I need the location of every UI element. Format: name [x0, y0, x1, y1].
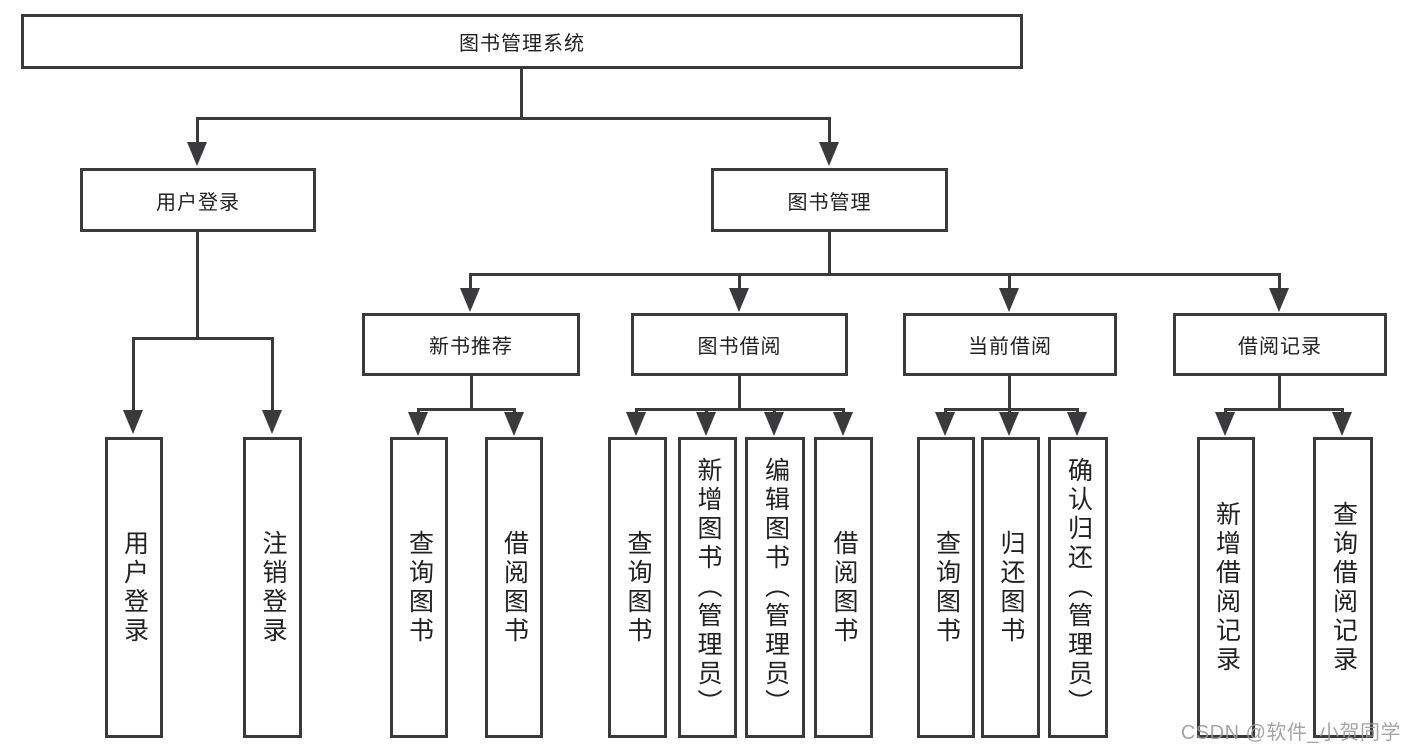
arrow-down-icon [819, 142, 839, 166]
node-label: 借阅图书 [500, 529, 529, 646]
connector-stem [738, 273, 741, 290]
connector-stem [1224, 408, 1227, 414]
leaf-edit-books-admin: 编辑图书（管理员） [745, 437, 805, 738]
arrow-down-icon [123, 410, 143, 434]
node-current-borrowing: 当前借阅 [903, 313, 1117, 376]
node-label: 编辑图书（管理员） [761, 457, 790, 718]
node-book-management-branch: 图书管理 [711, 168, 948, 232]
node-label: 当前借阅 [968, 336, 1052, 358]
arrow-down-icon [504, 412, 524, 436]
connector-level3-bus [469, 273, 1281, 276]
connector-login-drop [196, 232, 199, 338]
connector-stem [417, 408, 420, 414]
node-label: 用户登录 [156, 191, 240, 214]
arrow-down-icon [764, 412, 784, 436]
node-label: 借阅记录 [1238, 336, 1322, 358]
connector-stem [469, 273, 472, 290]
node-label: 注销登录 [259, 529, 287, 646]
connector-stem [1008, 408, 1011, 414]
arrow-down-icon [1215, 412, 1235, 436]
watermark: CSDN @软件_小贺同学 [1180, 722, 1401, 744]
connector-stem [635, 408, 638, 414]
arrow-down-icon [460, 288, 480, 312]
connector-currentborrow-bus [944, 408, 1079, 411]
leaf-query-borrow-record: 查询借阅记录 [1313, 437, 1373, 738]
connector-stem [1341, 408, 1344, 414]
arrow-down-icon [1332, 412, 1352, 436]
connector-stem [196, 117, 199, 144]
leaf-query-books-3: 查询图书 [917, 437, 975, 738]
arrow-down-icon [729, 288, 749, 312]
connector-currentborrow-drop [1008, 376, 1011, 409]
node-borrowing-records: 借阅记录 [1173, 313, 1387, 376]
arrow-down-icon [999, 412, 1019, 436]
node-label: 图书借阅 [697, 336, 782, 358]
leaf-query-books-2: 查询图书 [608, 437, 667, 738]
arrow-down-icon [696, 412, 716, 436]
connector-mgmt-drop [828, 232, 831, 274]
node-book-borrowing: 图书借阅 [631, 313, 848, 376]
leaf-borrow-books-1: 借阅图书 [485, 437, 543, 738]
connector-newbook-drop [470, 376, 473, 409]
node-label: 归还图书 [997, 529, 1025, 646]
leaf-confirm-return-admin: 确认归还（管理员） [1048, 437, 1108, 738]
arrow-down-icon [935, 412, 955, 436]
connector-stem [773, 408, 776, 414]
arrow-down-icon [1067, 412, 1087, 436]
connector-stem [944, 408, 947, 414]
connector-stem [513, 408, 516, 414]
leaf-add-borrow-record: 新增借阅记录 [1197, 437, 1255, 738]
node-label: 新书推荐 [429, 336, 513, 358]
connector-login-bus [132, 337, 274, 340]
arrow-down-icon [187, 142, 207, 166]
leaf-borrow-books-2: 借阅图书 [814, 437, 873, 738]
leaf-user-login: 用户登录 [105, 437, 163, 738]
connector-stem [1076, 408, 1079, 414]
connector-stem [828, 117, 831, 144]
arrow-down-icon [833, 412, 853, 436]
node-label: 图书管理 [787, 191, 872, 214]
connector-stem [1278, 273, 1281, 290]
node-label: 新增图书（管理员） [694, 457, 722, 718]
arrow-down-icon [262, 410, 282, 434]
connector-stem [842, 408, 845, 414]
node-new-book-recommendation: 新书推荐 [362, 313, 580, 376]
leaf-return-books: 归还图书 [981, 437, 1040, 738]
node-library-management-system: 图书管理系统 [21, 14, 1023, 69]
connector-newbook-bus [417, 408, 516, 411]
connector-bookborrow-bus [635, 408, 845, 411]
node-label: 查询图书 [405, 529, 434, 646]
leaf-add-books-admin: 新增图书（管理员） [678, 437, 737, 738]
node-label: 新增借阅记录 [1212, 500, 1241, 675]
node-label: 用户登录 [120, 529, 149, 646]
connector-stem [1008, 273, 1011, 290]
node-label: 借阅图书 [830, 529, 858, 646]
leaf-query-books-1: 查询图书 [390, 437, 448, 738]
arrow-down-icon [999, 288, 1019, 312]
connector-root-drop [520, 69, 523, 117]
node-label: 查询借阅记录 [1329, 500, 1358, 675]
node-label: 图书管理系统 [459, 33, 585, 55]
arrow-down-icon [626, 412, 646, 436]
connector-stem [132, 337, 135, 412]
connector-level2-bus [196, 117, 831, 120]
arrow-down-icon [408, 412, 428, 436]
connector-records-bus [1224, 408, 1344, 411]
node-label: 确认归还（管理员） [1064, 457, 1093, 718]
leaf-logout: 注销登录 [243, 437, 302, 738]
connector-stem [271, 337, 274, 412]
connector-records-drop [1278, 376, 1281, 409]
node-user-login-branch: 用户登录 [80, 168, 316, 232]
node-label: 查询图书 [624, 529, 652, 646]
arrow-down-icon [1269, 288, 1289, 312]
node-label: 查询图书 [932, 529, 961, 646]
connector-stem [705, 408, 708, 414]
connector-bookborrow-drop [738, 376, 741, 409]
